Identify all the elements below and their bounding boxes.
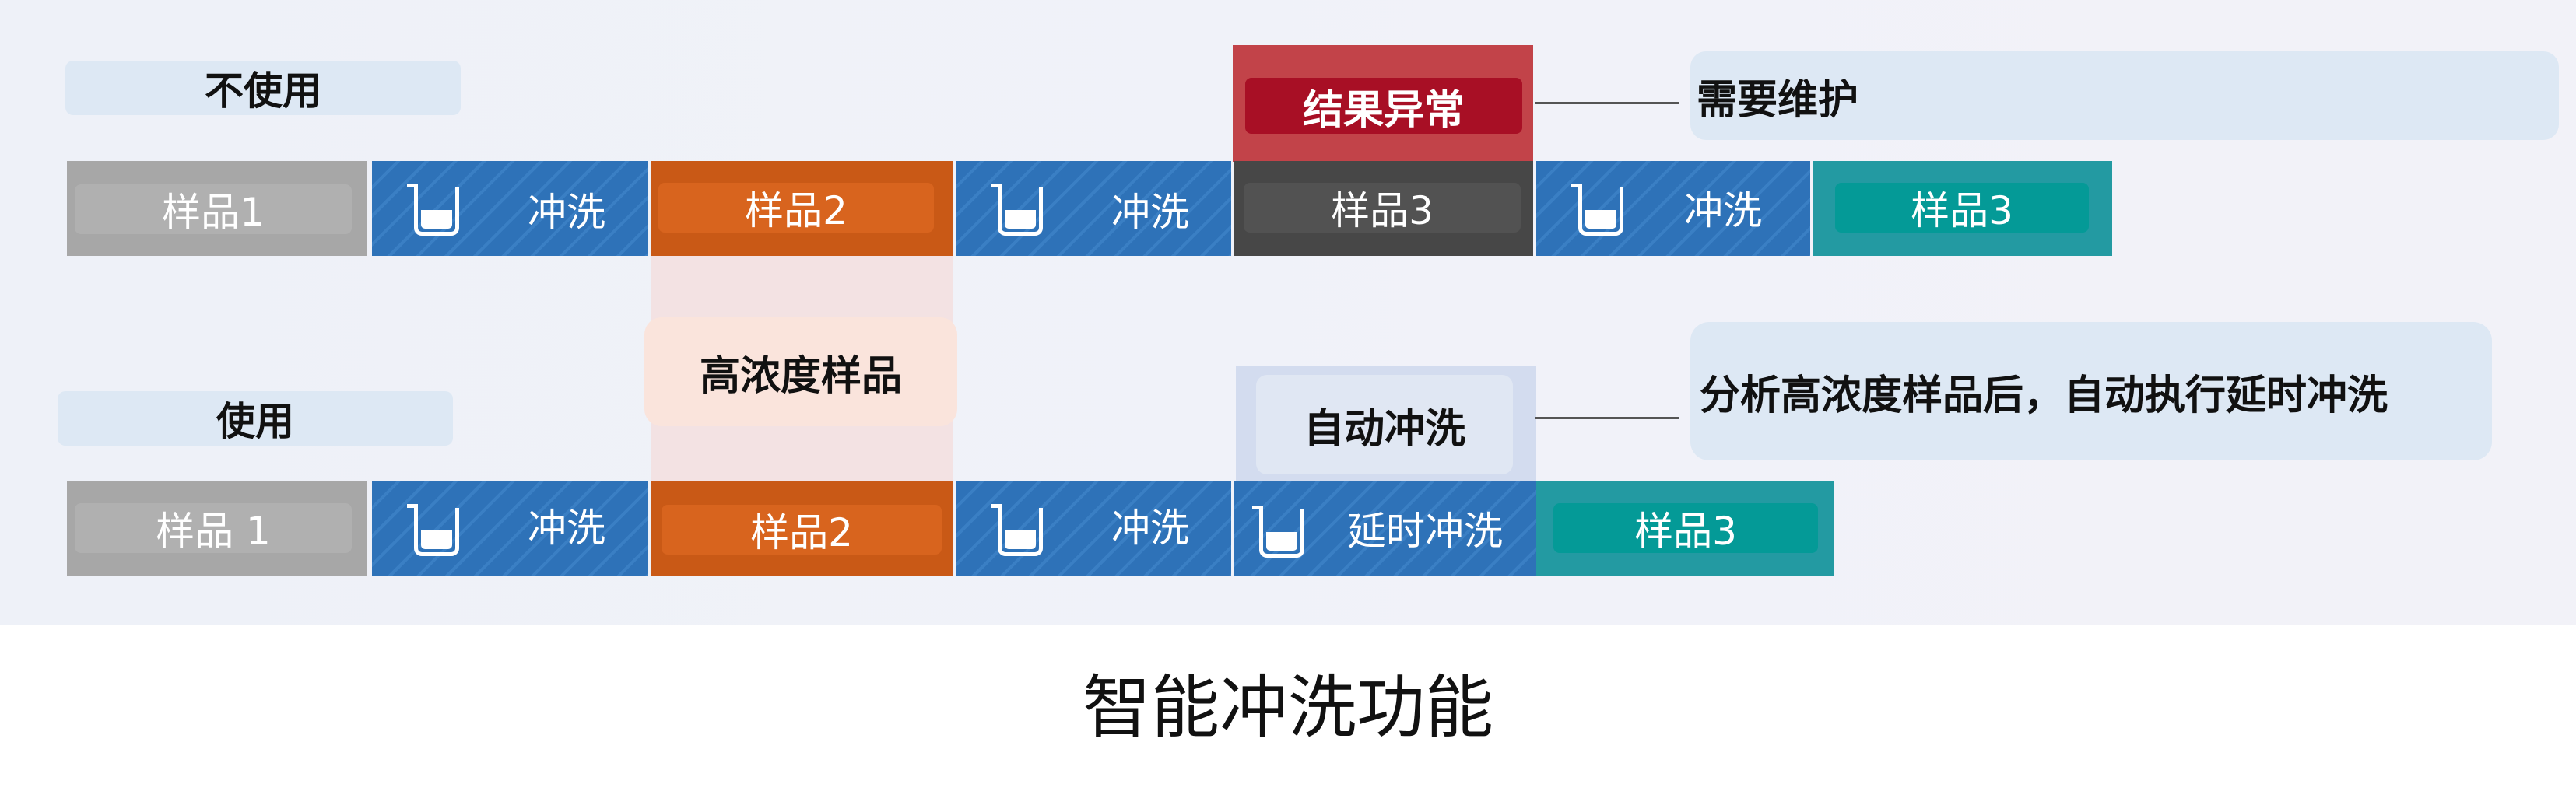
bottom-sample-1-label: 样品 1: [75, 503, 352, 554]
bottom-wash-2-label: 冲洗: [1111, 506, 1189, 551]
top-note: 需要维护: [1690, 51, 2559, 140]
top-sample-3b: 样品3: [1813, 161, 2112, 256]
bottom-sample-3: 样品3: [1536, 481, 1834, 576]
top-wash-3: 冲洗: [1536, 161, 1810, 256]
beaker-icon: [991, 504, 1043, 556]
beaker-icon: [1252, 506, 1304, 558]
top-sample-3: 样品3: [1234, 161, 1533, 256]
bottom-note-text: 分析高浓度样品后，自动执行延时冲洗: [1700, 372, 2388, 419]
beaker-icon: [407, 184, 459, 236]
auto-wash-label: 自动冲洗: [1256, 375, 1513, 474]
bottom-sample-2: 样品2: [651, 481, 953, 576]
bottom-sample-3-label: 样品3: [1553, 503, 1818, 554]
bottom-connector-line: [1535, 417, 1679, 419]
top-wash-3-label: 冲洗: [1684, 188, 1762, 233]
bottom-delayed-wash-label: 延时冲洗: [1347, 509, 1503, 554]
bottom-wash-2: 冲洗: [956, 481, 1231, 576]
top-sample-2: 样品2: [651, 161, 953, 256]
top-sample-1: 样品1: [67, 161, 367, 256]
alert-badge: 结果异常: [1245, 78, 1522, 134]
label-with: 使用: [58, 391, 453, 446]
top-wash-1-label: 冲洗: [528, 190, 605, 235]
beaker-icon: [407, 504, 459, 556]
top-connector-line: [1535, 102, 1679, 104]
bottom-note: 分析高浓度样品后，自动执行延时冲洗: [1690, 322, 2492, 460]
label-without: 不使用: [65, 61, 461, 115]
top-sample-1-label: 样品1: [75, 184, 352, 235]
bottom-wash-1: 冲洗: [372, 481, 648, 576]
bottom-sample-1: 样品 1: [67, 481, 367, 576]
bottom-wash-1-label: 冲洗: [528, 506, 605, 551]
top-sample-3-label: 样品3: [1244, 183, 1521, 233]
top-wash-2-label: 冲洗: [1111, 190, 1189, 235]
beaker-icon: [1571, 184, 1623, 236]
high-concentration-label: 高浓度样品: [644, 317, 957, 426]
beaker-icon: [991, 184, 1043, 236]
figure-caption: 智能冲洗功能: [1082, 667, 1493, 747]
top-wash-1: 冲洗: [372, 161, 648, 256]
top-wash-2: 冲洗: [956, 161, 1231, 256]
top-note-text: 需要维护: [1697, 76, 1859, 124]
bottom-delayed-wash: 延时冲洗: [1234, 481, 1536, 576]
top-sample-3b-label: 样品3: [1835, 183, 2089, 233]
top-sample-2-label: 样品2: [658, 183, 934, 233]
bottom-sample-2-label: 样品2: [662, 505, 942, 555]
